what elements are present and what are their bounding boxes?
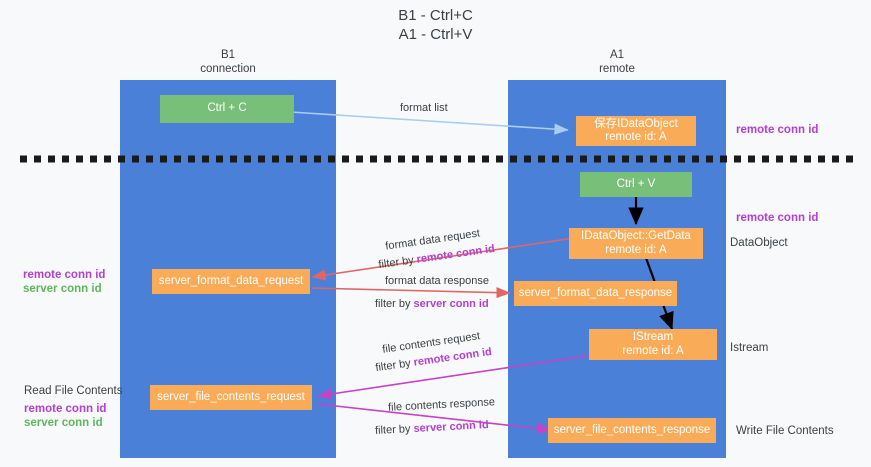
note-dataobject: DataObject <box>730 237 788 249</box>
node-ctrl-c[interactable]: Ctrl + C <box>160 95 294 123</box>
lane-header-b1-name: B1 <box>220 49 236 61</box>
filter-prefix: filter by <box>374 422 414 437</box>
node-server-format-data-request[interactable]: server_format_data_request <box>152 269 310 294</box>
edge-label-format-data-response: format data response <box>385 275 489 287</box>
lane-header-b1: B1 connection <box>120 48 336 76</box>
page-title: B1 - Ctrl+C A1 - Ctrl+V <box>0 6 871 44</box>
filter-key: server conn id <box>413 298 489 310</box>
lane-header-a1-name: A1 <box>609 49 625 61</box>
note-left-bot-remote-conn-id: remote conn id <box>24 403 107 415</box>
filter-key: server conn id <box>413 419 489 435</box>
node-server-file-contents-request[interactable]: server_file_contents_request <box>150 385 312 410</box>
edge-label-format-data-response-filter: filter by server conn id <box>375 297 489 311</box>
note-write-file-contents: Write File Contents <box>736 425 834 437</box>
filter-prefix: filter by <box>375 298 414 310</box>
filter-prefix: filter by <box>374 356 415 375</box>
lane-header-a1-sub: remote <box>599 63 635 75</box>
node-idataobject-getdata[interactable]: IDataObject::GetData remote id: A <box>569 228 703 259</box>
node-save-idataobject[interactable]: 保存IDataObject remote id: A <box>576 116 696 146</box>
edge-label-file-contents-response: file contents response <box>387 396 496 414</box>
note-remote-conn-id-top: remote conn id <box>736 124 819 136</box>
title-line-2: A1 - Ctrl+V <box>398 26 473 43</box>
filter-prefix: filter by <box>377 253 418 272</box>
node-ctrl-v[interactable]: Ctrl + V <box>580 172 692 197</box>
arrow-format-data-response <box>311 287 511 299</box>
edge-label-format-list: format list <box>400 102 448 114</box>
note-left-mid-remote-conn-id: remote conn id <box>23 269 106 281</box>
node-server-format-data-response[interactable]: server_format_data_response <box>514 281 677 306</box>
title-line-1: B1 - Ctrl+C <box>398 7 473 24</box>
note-left-bot-server-conn-id: server conn id <box>24 417 103 429</box>
note-istream: Istream <box>730 342 769 354</box>
note-remote-conn-id-mid: remote conn id <box>736 212 819 224</box>
edge-label-file-contents-response-filter: filter by server conn id <box>375 418 489 438</box>
note-read-file-contents: Read File Contents <box>24 385 123 397</box>
lane-header-b1-sub: connection <box>200 63 256 75</box>
node-server-file-contents-response[interactable]: server_file_contents_response <box>548 418 716 443</box>
node-istream[interactable]: IStream remote id: A <box>589 329 717 360</box>
note-left-mid-server-conn-id: server conn id <box>23 283 102 295</box>
lane-header-a1: A1 remote <box>508 48 726 76</box>
